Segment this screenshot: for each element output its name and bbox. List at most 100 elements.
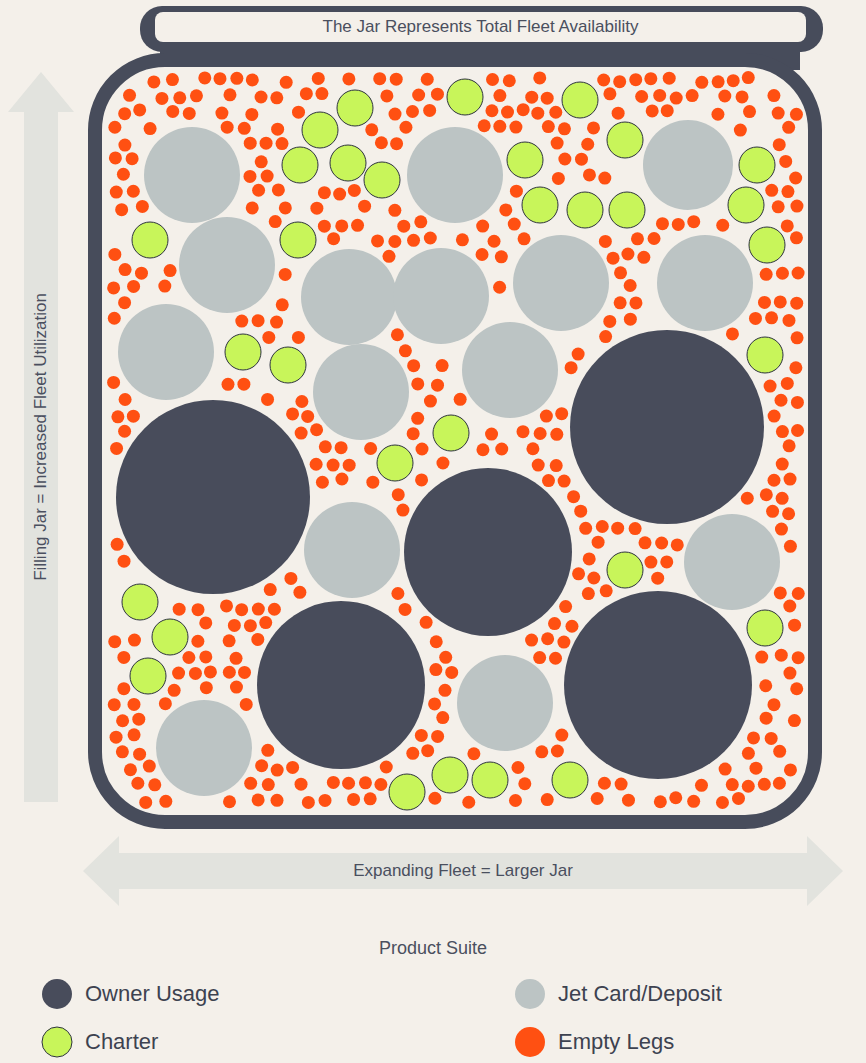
empty-leg-dot <box>118 139 131 152</box>
empty-leg-dot <box>759 679 772 692</box>
empty-leg-dot <box>108 312 121 325</box>
empty-leg-dot <box>687 215 700 228</box>
jet-card-circle <box>301 249 397 345</box>
legend-dot <box>42 979 72 1009</box>
empty-leg-dot <box>133 103 146 116</box>
empty-leg-dot <box>264 583 277 596</box>
empty-leg-dot <box>760 268 773 281</box>
horizontal-arrow: Expanding Fleet = Larger Jar <box>83 836 843 906</box>
empty-leg-dot <box>695 779 708 792</box>
empty-leg-dot <box>166 105 179 118</box>
empty-leg-dot <box>431 379 444 392</box>
empty-leg-dot <box>485 428 498 441</box>
empty-leg-dot <box>399 344 412 357</box>
empty-leg-dot <box>335 441 348 454</box>
legend-swatch <box>41 978 73 1010</box>
empty-leg-dot <box>380 761 393 774</box>
empty-leg-dot <box>600 584 613 597</box>
empty-leg-dot <box>143 760 156 773</box>
empty-leg-dot <box>629 522 642 535</box>
empty-leg-dot <box>131 777 144 790</box>
empty-leg-dot <box>772 200 785 213</box>
empty-leg-dot <box>373 72 386 85</box>
charter-circle <box>522 187 558 223</box>
empty-leg-dot <box>430 635 443 648</box>
empty-leg-dot <box>493 281 506 294</box>
empty-leg-dot <box>760 712 773 725</box>
empty-leg-dot <box>614 266 627 279</box>
empty-leg-dot <box>424 232 437 245</box>
empty-leg-dot <box>391 587 404 600</box>
charter-circle <box>330 145 366 181</box>
empty-leg-dot <box>406 747 419 760</box>
charter-circle <box>225 334 261 370</box>
empty-leg-dot <box>436 711 449 724</box>
charter-circle <box>747 337 783 373</box>
empty-leg-dot <box>572 348 585 361</box>
empty-leg-dot <box>782 121 795 134</box>
jar-lid-label: The Jar Represents Total Fleet Availabil… <box>155 12 806 42</box>
empty-leg-dot <box>243 170 256 183</box>
empty-leg-dot <box>742 780 755 793</box>
empty-leg-dot <box>611 522 624 535</box>
empty-leg-dot <box>661 104 674 117</box>
empty-leg-dot <box>388 204 401 217</box>
empty-leg-dot <box>782 314 795 327</box>
empty-leg-dot <box>183 107 196 120</box>
empty-leg-dot <box>765 184 778 197</box>
charter-circle <box>432 757 468 793</box>
empty-leg-dot <box>742 747 755 760</box>
empty-leg-dot <box>508 218 521 231</box>
empty-leg-dot <box>110 731 123 744</box>
empty-leg-dot <box>118 107 131 120</box>
empty-leg-dot <box>399 121 412 134</box>
empty-leg-dot <box>223 666 236 679</box>
empty-leg-dot <box>755 651 768 664</box>
empty-leg-dot <box>591 792 604 805</box>
arrow-body <box>8 72 74 802</box>
empty-leg-dot <box>407 234 420 247</box>
empty-leg-dot <box>279 201 292 214</box>
empty-leg-dot <box>343 459 356 472</box>
empty-leg-dot <box>295 427 308 440</box>
empty-leg-dot <box>292 106 305 119</box>
charter-circle <box>122 584 158 620</box>
empty-leg-dot <box>148 778 161 791</box>
empty-leg-dot <box>293 586 306 599</box>
empty-leg-dot <box>310 458 323 471</box>
empty-leg-dot <box>300 87 313 100</box>
empty-leg-dot <box>726 778 739 791</box>
empty-leg-dot <box>107 376 120 389</box>
owner-circle <box>570 330 764 524</box>
charter-circle <box>270 347 306 383</box>
empty-leg-dot <box>159 795 172 808</box>
empty-leg-dot <box>788 714 801 727</box>
empty-leg-dot <box>407 427 420 440</box>
empty-leg-dot <box>111 538 124 551</box>
empty-leg-dot <box>516 425 529 438</box>
empty-leg-dot <box>651 572 664 585</box>
empty-leg-dot <box>439 651 452 664</box>
arrow-label: Filling Jar = Increased Fleet Utilizatio… <box>31 293 51 581</box>
empty-leg-dot <box>596 520 609 533</box>
charter-circle <box>739 147 775 183</box>
charter-circle <box>567 192 603 228</box>
charter-circle <box>389 774 425 810</box>
empty-leg-dot <box>235 315 248 328</box>
empty-leg-dot <box>347 793 360 806</box>
empty-leg-dot <box>173 91 186 104</box>
empty-leg-dot <box>783 600 796 613</box>
empty-leg-dot <box>111 410 124 423</box>
owner-circle <box>564 591 752 779</box>
legend-item: Jet Card/Deposit <box>514 978 722 1010</box>
empty-leg-dot <box>436 359 449 372</box>
jet-card-circle <box>513 235 609 331</box>
empty-leg-dot <box>493 120 506 133</box>
empty-leg-dot <box>269 215 282 228</box>
empty-leg-dot <box>776 458 789 471</box>
empty-leg-dot <box>549 652 562 665</box>
empty-leg-dot <box>390 137 403 150</box>
empty-leg-dot <box>220 599 233 612</box>
charter-circle <box>130 658 166 694</box>
empty-leg-dot <box>238 666 251 679</box>
